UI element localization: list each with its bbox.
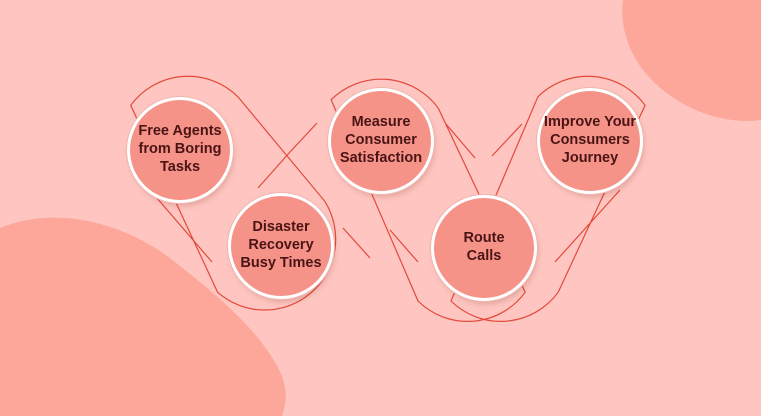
connector-line <box>389 229 419 263</box>
node-free-agents: Free Agents from Boring Tasks <box>130 100 230 200</box>
connector-line <box>289 122 318 153</box>
node-disaster-recovery: Disaster Recovery Busy Times <box>231 196 331 296</box>
capsule-outline-2 <box>330 78 526 322</box>
node-label: Route Calls <box>463 230 505 264</box>
node-label: Disaster Recovery Busy Times <box>240 219 322 271</box>
node-label: Free Agents from Boring Tasks <box>138 123 222 175</box>
node-improve-journey: Improve Your Consumers Journey <box>540 91 640 191</box>
capsule-outline-1 <box>130 75 337 311</box>
connector-line <box>491 123 523 157</box>
node-measure-consumer: Measure Consumer Satisfaction <box>331 91 431 191</box>
connector-line <box>445 123 476 159</box>
node-label: Measure Consumer Satisfaction <box>339 114 423 166</box>
connector-line <box>149 189 213 263</box>
node-route-calls: Route Calls <box>434 198 534 298</box>
node-label: Improve Your Consumers Journey <box>543 114 637 166</box>
capsule-outline-3 <box>450 75 646 322</box>
connector-line <box>554 189 621 263</box>
connector-line <box>257 151 291 189</box>
connector-line <box>342 227 371 259</box>
